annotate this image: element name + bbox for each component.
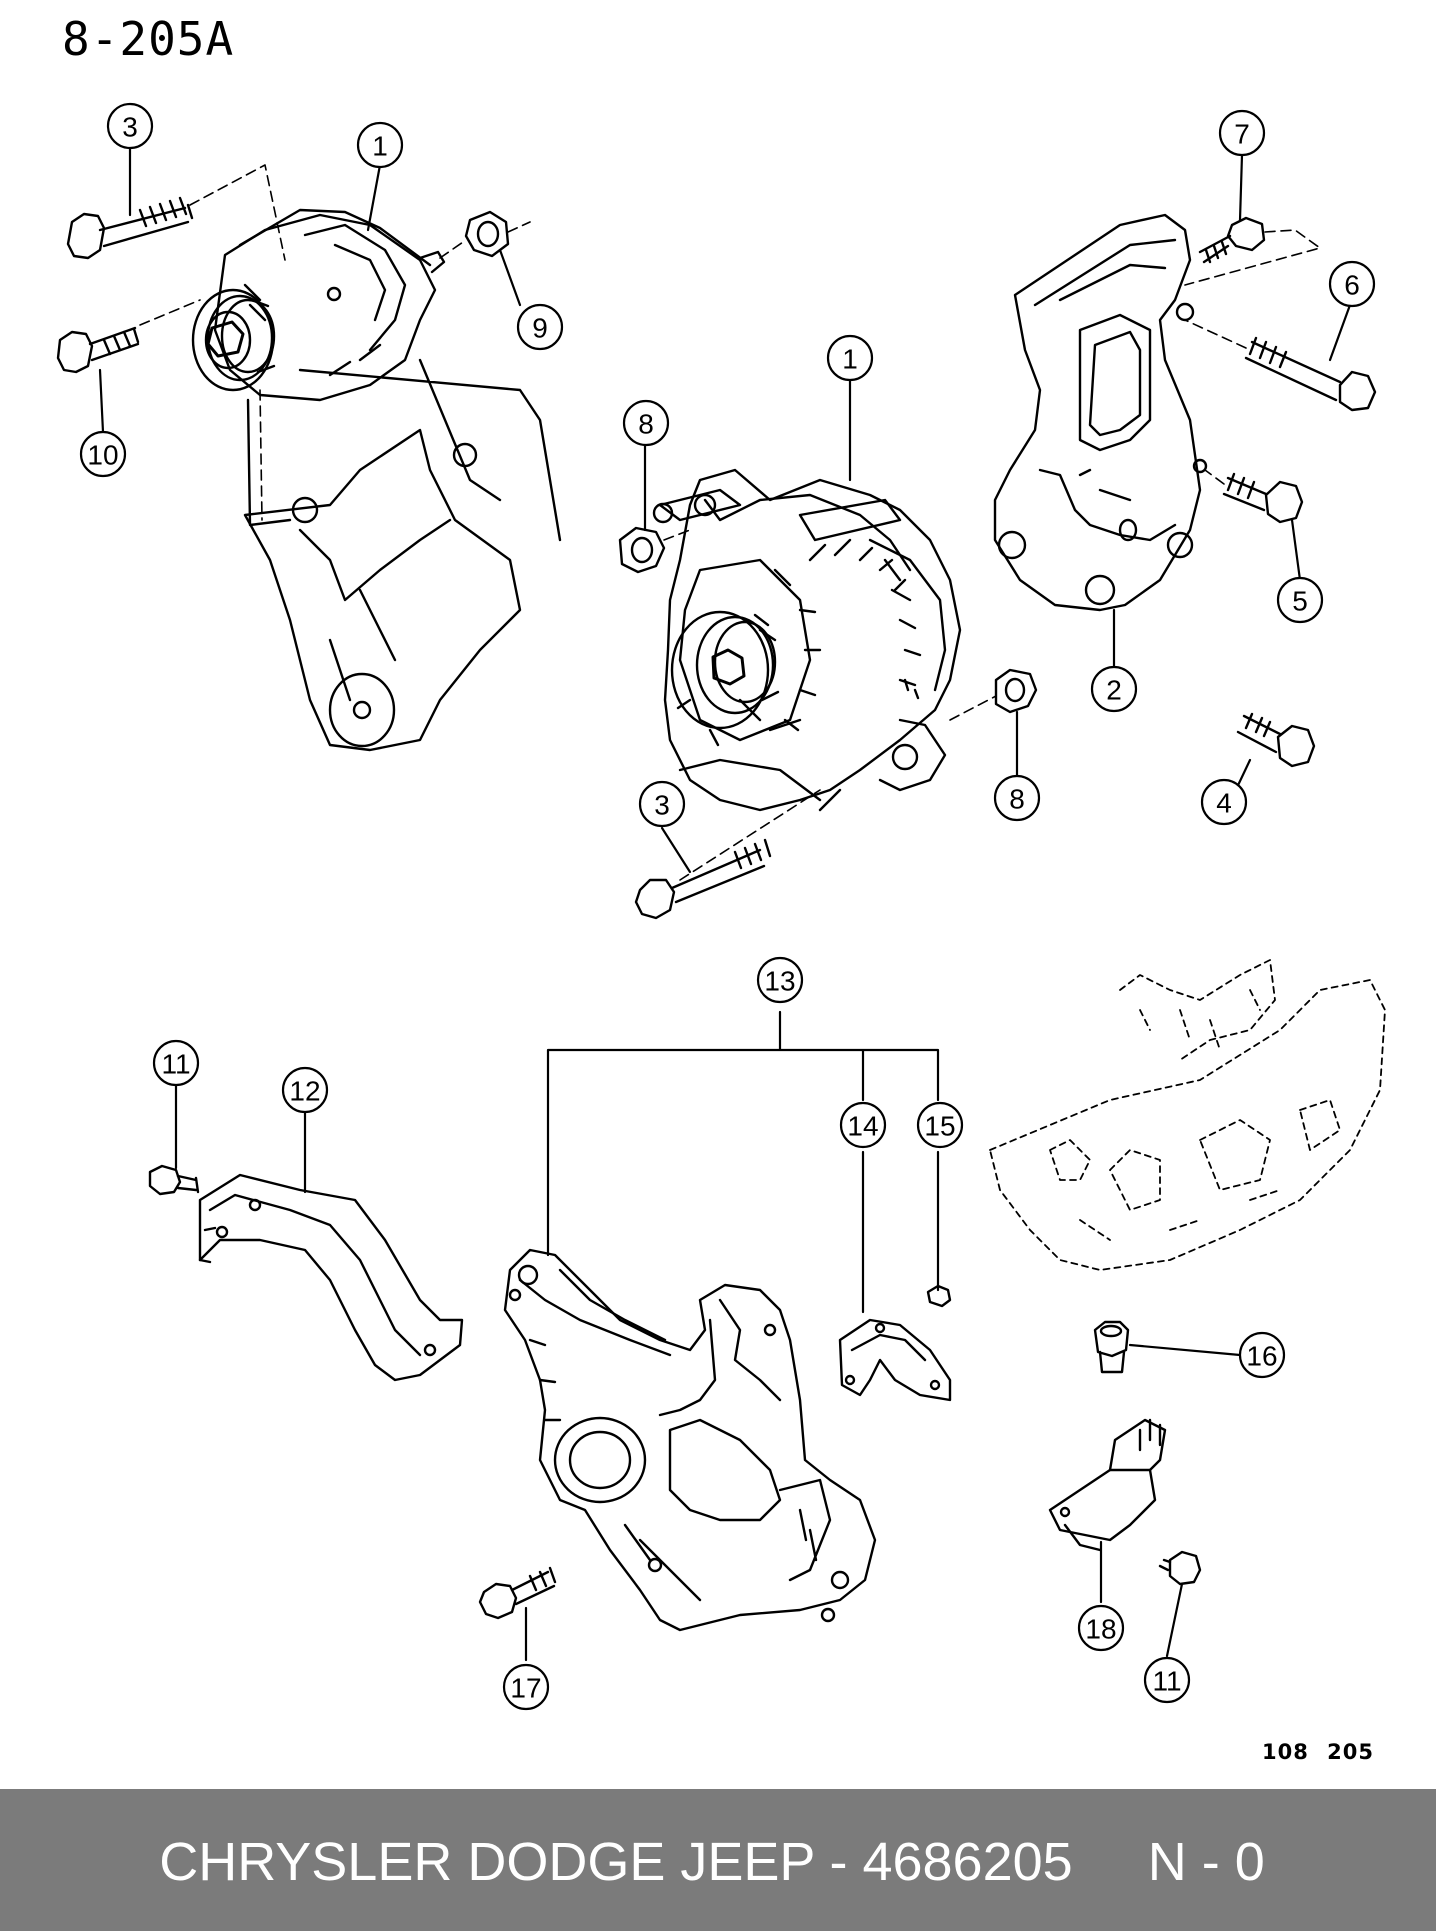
callout-circle <box>106 102 154 150</box>
callout-circle <box>1328 260 1376 308</box>
callout-14: 14 <box>839 1101 887 1149</box>
callout-5: 5 <box>1276 576 1324 624</box>
diagram-page-code: 8-205A <box>62 12 235 66</box>
footer-part-number: 4686205 <box>862 1832 1073 1892</box>
callout-circle <box>79 430 127 478</box>
callout-circle <box>1077 1604 1125 1652</box>
callout-11: 11 <box>152 1039 200 1087</box>
callout-circle <box>1218 109 1266 157</box>
callout-circle <box>839 1101 887 1149</box>
callout-circle <box>826 334 874 382</box>
callout-circle <box>502 1663 550 1711</box>
callout-18: 18 <box>1077 1604 1125 1652</box>
callout-10: 10 <box>79 430 127 478</box>
center-alternator <box>618 468 1038 920</box>
callout-circle <box>916 1101 964 1149</box>
callout-4: 4 <box>1200 778 1248 826</box>
callout-6: 6 <box>1328 260 1376 308</box>
footer-separator: - <box>814 1832 863 1892</box>
callout-label: 17 <box>510 1673 541 1704</box>
callout-circle <box>1276 576 1324 624</box>
callout-2: 2 <box>1090 665 1138 713</box>
callout-label: 8 <box>1009 784 1025 815</box>
callout-label: 13 <box>764 966 795 997</box>
callout-label: 10 <box>87 440 118 471</box>
callout-label: 18 <box>1085 1614 1116 1645</box>
callout-circle <box>1238 1331 1286 1379</box>
callout-circle <box>516 303 564 351</box>
mounting-bracket-2 <box>993 213 1377 768</box>
callout-label: 16 <box>1246 1341 1277 1372</box>
callout-16: 16 <box>1238 1331 1286 1379</box>
callout-8: 8 <box>622 399 670 447</box>
callout-label: 11 <box>161 1049 190 1080</box>
callout-label: 8 <box>638 409 654 440</box>
callout-8: 8 <box>993 774 1041 822</box>
callout-label: 1 <box>372 131 388 162</box>
footer-bar: CHRYSLER DODGE JEEP - 4686205 N - 0 <box>0 1789 1436 1931</box>
callout-circle <box>622 399 670 447</box>
callout-3: 3 <box>106 102 154 150</box>
callout-label: 2 <box>1106 675 1122 706</box>
callout-11: 11 <box>1143 1656 1191 1704</box>
callout-circle <box>638 780 686 828</box>
footer-brand: CHRYSLER DODGE JEEP <box>159 1832 815 1892</box>
callout-label: 9 <box>532 313 548 344</box>
callout-circle <box>152 1039 200 1087</box>
callout-label: 5 <box>1292 586 1308 617</box>
callout-label: 14 <box>847 1111 878 1142</box>
callout-15: 15 <box>916 1101 964 1149</box>
callout-circle <box>1143 1656 1191 1704</box>
callout-label: 1 <box>842 344 858 375</box>
callout-label: 12 <box>289 1076 320 1107</box>
callout-label: 7 <box>1234 119 1250 150</box>
footer-status: N - 0 <box>1147 1832 1265 1892</box>
callout-1: 1 <box>356 121 404 169</box>
callout-circle <box>1090 665 1138 713</box>
callout-circle <box>756 956 804 1004</box>
callout-label: 3 <box>122 112 138 143</box>
callout-label: 4 <box>1216 788 1232 819</box>
callout-label: 3 <box>654 790 670 821</box>
callout-label: 6 <box>1344 270 1360 301</box>
bracket-assembly-13 <box>478 1248 952 1632</box>
upper-left-alternator-assembly <box>56 164 562 752</box>
callout-circle <box>281 1066 329 1114</box>
callout-3: 3 <box>638 780 686 828</box>
callout-label: 11 <box>1152 1666 1181 1697</box>
callout-circle <box>993 774 1041 822</box>
engine-block-reference <box>989 959 1386 1271</box>
callout-circle <box>356 121 404 169</box>
callout-1: 1 <box>826 334 874 382</box>
callout-12: 12 <box>281 1066 329 1114</box>
callout-17: 17 <box>502 1663 550 1711</box>
callout-7: 7 <box>1218 109 1266 157</box>
small-parts-group <box>1048 1320 1202 1586</box>
callout-label: 15 <box>924 1111 955 1142</box>
callout-circle <box>1200 778 1248 826</box>
callout-13: 13 <box>756 956 804 1004</box>
callout-9: 9 <box>516 303 564 351</box>
support-bracket-12 <box>148 1164 464 1382</box>
diagram-reference-code: 108 205 <box>1262 1740 1374 1764</box>
footer-text: CHRYSLER DODGE JEEP - 4686205 N - 0 <box>159 1831 1264 1893</box>
